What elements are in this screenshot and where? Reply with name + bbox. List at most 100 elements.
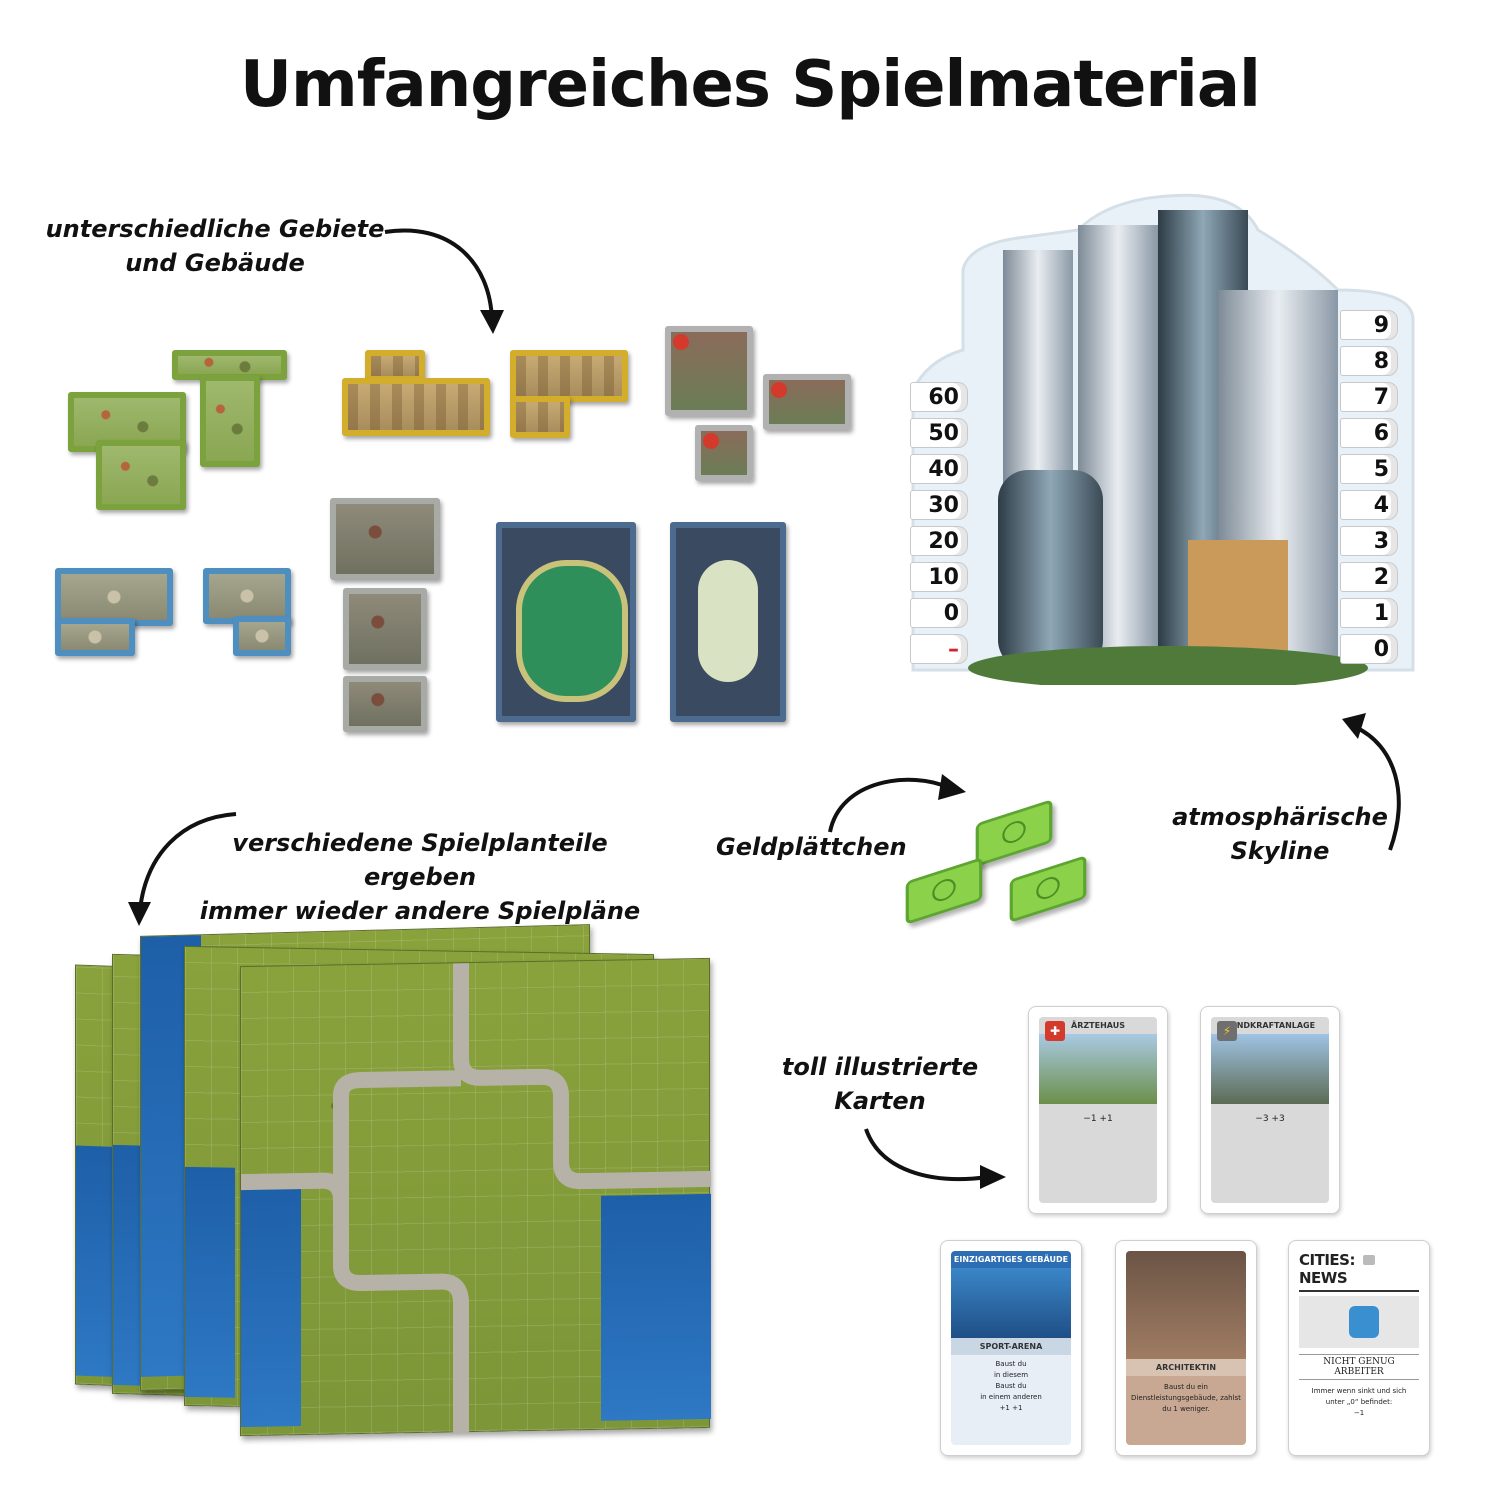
caption-cards-line2: Karten [834, 1087, 926, 1115]
card-effect: −3 +3 [1255, 1114, 1285, 1124]
money-token [975, 799, 1053, 867]
tile-residential [200, 375, 260, 467]
caption-skyline-line1: atmosphärische [1172, 803, 1388, 831]
score-step: 0 [910, 598, 968, 628]
caption-boards-line2: immer wieder andere Spielpläne [199, 897, 641, 925]
score-step-minus: – [910, 634, 968, 664]
card-text-line: du 1 weniger. [1162, 1405, 1210, 1413]
card-text-line: in diesem [993, 1371, 1029, 1379]
skyline-right-track: 9 8 7 6 5 4 3 2 1 0 [1340, 310, 1398, 664]
score-step: 10 [910, 562, 968, 592]
news-masthead-right: NEWS [1299, 1269, 1348, 1287]
card-text-line: in einem anderen [980, 1393, 1042, 1401]
stadium-icon [516, 560, 628, 702]
tile-energy [343, 588, 427, 670]
tile-industrial [233, 616, 291, 656]
caption-boards-line1: verschiedene Spielplanteile ergeben [232, 829, 608, 891]
score-step: 20 [910, 526, 968, 556]
caption-cards: toll illustrierte Karten [760, 1050, 1000, 1118]
score-step: 50 [910, 418, 968, 448]
score-step: 4 [1340, 490, 1398, 520]
card-windkraftanlage: ⚡ WINDKRAFTANLAGE −3 +3 [1200, 1006, 1340, 1214]
card-text-line: Baust du ein [1164, 1383, 1208, 1391]
skyline-board: 60 50 40 30 20 10 0 – 9 8 7 6 5 4 3 2 1 … [908, 190, 1418, 685]
card-text-line: Immer wenn sinkt und sich [1311, 1387, 1407, 1395]
caption-tiles-line2: und Gebäude [125, 249, 305, 277]
medical-cross-icon [673, 334, 689, 350]
water-area [185, 1166, 235, 1398]
news-masthead: CITIES: NEWS [1299, 1251, 1419, 1292]
card-text-line: unter „0“ befindet: [1325, 1398, 1393, 1406]
score-step: 1 [1340, 598, 1398, 628]
caption-money-text: Geldplättchen [716, 833, 907, 861]
skyline-left-track: 60 50 40 30 20 10 0 – [910, 382, 968, 664]
page-title: Umfangreiches Spielmaterial [240, 48, 1261, 122]
score-step: 2 [1340, 562, 1398, 592]
tile-service [695, 425, 753, 481]
arrow-to-skyline-icon [1342, 713, 1401, 851]
tile-industrial [55, 618, 135, 656]
card-text: Immer wenn sinkt und sich unter „0“ befi… [1299, 1380, 1419, 1425]
card-news: CITIES: NEWS NICHT GENUG ARBEITER Immer … [1288, 1240, 1430, 1456]
score-step: 0 [1340, 634, 1398, 664]
lightning-icon: ⚡ [1217, 1021, 1237, 1041]
money-token [905, 857, 983, 925]
caption-cards-line1: toll illustrierte [781, 1053, 979, 1081]
caption-skyline: atmosphärische Skyline [1170, 800, 1390, 868]
worker-icon [1349, 1306, 1379, 1338]
score-step: 3 [1340, 526, 1398, 556]
card-text-line: Dienstleistungsgebäude, zahlst [1131, 1394, 1241, 1402]
card-text-line: −1 [1353, 1409, 1365, 1417]
newspaper-icon [1362, 1255, 1375, 1265]
news-masthead-left: CITIES: [1299, 1251, 1355, 1269]
card-illustration [1299, 1296, 1419, 1348]
card-text: Baust du ein Dienstleistungsgebäude, zah… [1126, 1376, 1246, 1421]
tile-commercial [510, 396, 570, 438]
board-piece-top [240, 957, 711, 1437]
money-token [1009, 855, 1087, 923]
card-text-line: Baust du [995, 1382, 1027, 1390]
card-aerztehaus: ✚ ÄRZTEHAUS −1 +1 [1028, 1006, 1168, 1214]
tile-residential [68, 392, 186, 452]
caption-tiles: unterschiedliche Gebiete und Gebäude [40, 212, 390, 280]
card-title: WINDKRAFTANLAGE [1211, 1017, 1329, 1034]
tile-service [665, 326, 753, 416]
card-effect: −1 +1 [1083, 1114, 1113, 1124]
card-title: ÄRZTEHAUS [1039, 1017, 1157, 1034]
caption-tiles-line1: unterschiedliche Gebiete [45, 215, 385, 243]
caption-skyline-line2: Skyline [1230, 837, 1330, 865]
tile-commercial [510, 350, 628, 402]
medical-cross-icon [703, 433, 719, 449]
card-illustration [1039, 1034, 1157, 1104]
score-step: 9 [1340, 310, 1398, 340]
tile-industrial [55, 568, 173, 626]
card-header: EINZIGARTIGES GEBÄUDE [951, 1251, 1071, 1268]
medical-cross-icon: ✚ [1045, 1021, 1065, 1041]
tile-industrial [203, 568, 291, 624]
caption-money: Geldplättchen [716, 830, 907, 864]
card-text: Baust du in diesem Baust du in einem and… [951, 1355, 1071, 1418]
score-step: 60 [910, 382, 968, 412]
arrow-to-boards-icon [128, 812, 237, 926]
card-title: SPORT-ARENA [951, 1338, 1071, 1355]
card-text-line: +1 +1 [999, 1404, 1023, 1412]
score-step: 8 [1340, 346, 1398, 376]
score-step: 6 [1340, 418, 1398, 448]
card-illustration [951, 1268, 1071, 1338]
news-headline: NICHT GENUG ARBEITER [1299, 1354, 1419, 1380]
card-architektin: ARCHITEKTIN Baust du ein Dienstleistungs… [1115, 1240, 1257, 1456]
score-step: 40 [910, 454, 968, 484]
park-icon [698, 560, 758, 682]
tile-residential [96, 440, 186, 510]
card-title: ARCHITEKTIN [1126, 1359, 1246, 1376]
card-sport-arena: EINZIGARTIGES GEBÄUDE SPORT-ARENA Baust … [940, 1240, 1082, 1456]
tile-energy [330, 498, 440, 580]
card-illustration [1211, 1034, 1329, 1104]
arrow-to-tiles-icon [384, 228, 504, 334]
arrow-to-cards-icon [864, 1128, 1006, 1189]
score-step: 30 [910, 490, 968, 520]
skyline-buildings-icon [911, 193, 1415, 685]
road-network-icon [241, 963, 711, 1434]
card-text-line: Baust du [995, 1360, 1027, 1368]
tile-energy [343, 676, 427, 732]
